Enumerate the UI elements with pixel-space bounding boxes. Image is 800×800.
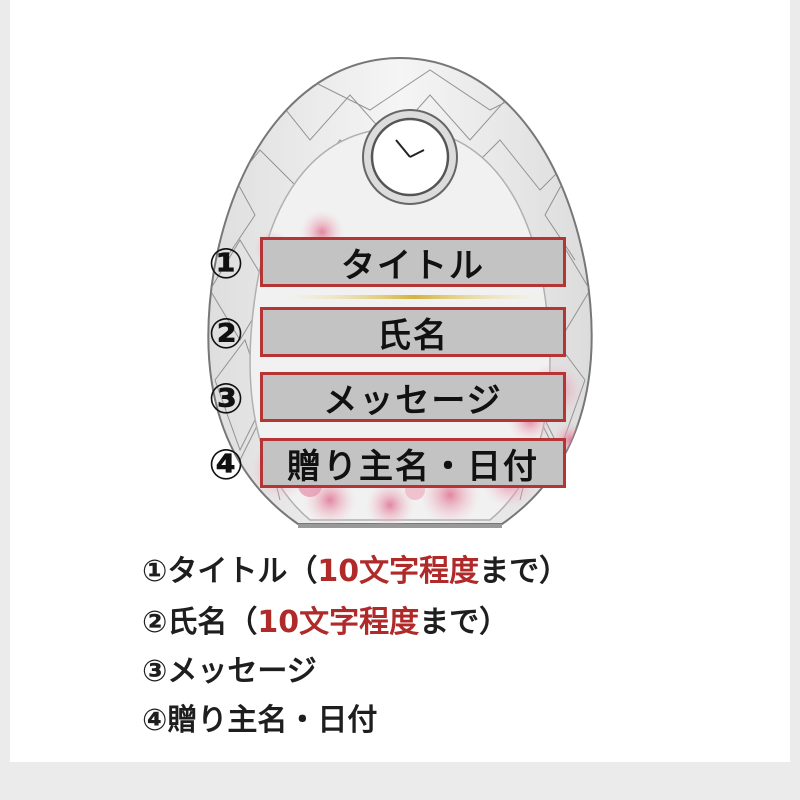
label-number: ② bbox=[208, 309, 244, 358]
legend-line-name: ②氏名（10文字程度まで） bbox=[142, 603, 509, 643]
legend-text: ④贈り主名・日付 bbox=[142, 703, 378, 738]
legend-highlight: 10文字程度 bbox=[257, 605, 420, 640]
field-name: 氏名 bbox=[260, 307, 566, 357]
field-sender-date: 贈り主名・日付 bbox=[260, 438, 566, 488]
field-message: メッセージ bbox=[260, 372, 566, 422]
legend-text: ③メッセージ bbox=[142, 654, 317, 689]
legend-line-message: ③メッセージ bbox=[142, 652, 317, 692]
product-image: ① タイトル ② 氏名 ③ メッセージ ④ 贈り主名・日付 ①タイトル（10文字… bbox=[10, 0, 790, 762]
field-title: タイトル bbox=[260, 237, 566, 287]
label-number: ④ bbox=[208, 440, 244, 489]
legend-text: ①タイトル（ bbox=[142, 554, 318, 589]
legend-suffix: まで） bbox=[479, 554, 570, 589]
legend-text: ②氏名（ bbox=[142, 605, 258, 640]
label-number: ① bbox=[208, 239, 244, 288]
legend-suffix: まで） bbox=[419, 605, 510, 640]
legend-highlight: 10文字程度 bbox=[317, 554, 480, 589]
legend-line-title: ①タイトル（10文字程度まで） bbox=[142, 552, 569, 592]
gold-divider bbox=[282, 295, 547, 299]
legend-line-sender-date: ④贈り主名・日付 bbox=[142, 701, 377, 741]
clock-icon bbox=[362, 109, 458, 205]
label-number: ③ bbox=[208, 374, 244, 423]
